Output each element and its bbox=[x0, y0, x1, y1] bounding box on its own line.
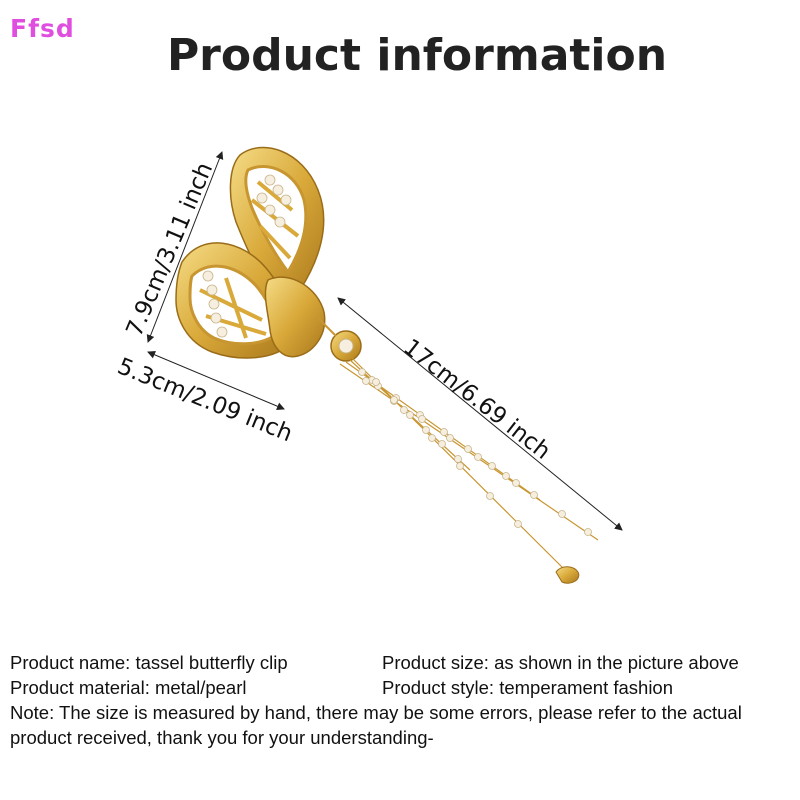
measurement-note: Note: The size is measured by hand, ther… bbox=[10, 702, 742, 748]
butterfly-clip-image bbox=[175, 146, 599, 584]
height-dimension-line bbox=[146, 151, 224, 343]
product-style: Product style: temperament fashion bbox=[382, 677, 674, 698]
length-dimension-line bbox=[337, 297, 623, 531]
page-title: Product information bbox=[166, 30, 668, 81]
product-size: Product size: as shown in the picture ab… bbox=[382, 652, 739, 673]
product-info: Product name: tassel butterfly clip Prod… bbox=[10, 650, 795, 750]
width-dimension-line bbox=[147, 351, 285, 410]
width-label: 5.3cm/2.09 inch bbox=[114, 353, 296, 447]
brand-logo: Ffsd bbox=[10, 14, 75, 43]
info-row-1: Product name: tassel butterfly clip Prod… bbox=[10, 650, 795, 675]
product-material: Product material: metal/pearl bbox=[10, 677, 247, 698]
length-label: 17cm/6.69 inch bbox=[398, 334, 555, 465]
product-name: Product name: tassel butterfly clip bbox=[10, 652, 288, 673]
product-illustration: 7.9cm/3.11 inch 5.3cm/2.09 inch 17cm/6.6… bbox=[114, 146, 623, 584]
info-row-2: Product material: metal/pearl Product st… bbox=[10, 675, 795, 700]
